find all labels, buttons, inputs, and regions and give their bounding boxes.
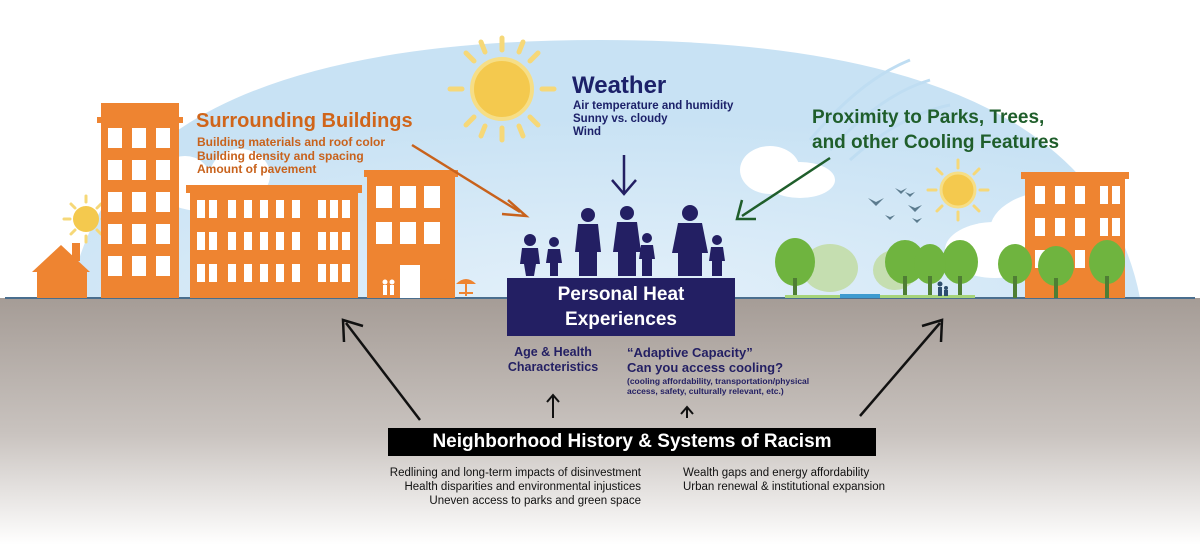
neighborhood-item: Wealth gaps and energy affordability [683,467,870,479]
parks-title: Proximity to Parks, Trees, and other Coo… [812,105,1059,155]
adaptive-capacity-label: “Adaptive Capacity” Can you access cooli… [627,345,783,375]
parks-title-line: and other Cooling Features [812,132,1060,153]
neighborhood-item: Urban renewal & institutional expansion [683,481,886,493]
personal-heat-title-line: Personal Heat [557,284,685,305]
neighborhood-item: Health disparities and environmental inj… [404,481,641,493]
weather-item: Air temperature and humidity [573,100,734,112]
arrow-buildings-icon [411,143,530,218]
weather-item: Sunny vs. cloudy [573,113,668,125]
surrounding-buildings-list: Building materials and roof color Buildi… [197,135,386,177]
wind-lines [808,58,951,162]
person-with-child-icon [937,281,948,296]
neighborhood-left-list: Redlining and long-term impacts of disin… [330,466,641,508]
surrounding-buildings-item: Amount of pavement [197,162,317,176]
adaptive-capacity-line: “Adaptive Capacity” [627,345,753,360]
ground [0,298,1200,545]
personal-heat-title-line: Experiences [565,309,677,330]
umbrella-tables-icon [433,279,476,296]
arrow-up-age-icon [546,393,560,418]
tall-building-left [97,103,183,298]
neighborhood-history-title: Neighborhood History & Systems of Racism [432,431,832,452]
neighborhood-right-list: Wealth gaps and energy affordability Urb… [683,466,885,494]
arrow-up-right-icon [859,318,944,417]
arrow-parks-icon [735,156,831,221]
arrow-weather-icon [611,155,637,196]
personal-heat-box: Personal Heat Experiences [507,278,735,336]
weather-list: Air temperature and humidity Sunny vs. c… [573,100,733,139]
weather-item: Wind [573,126,601,138]
parks-title-line: Proximity to Parks, Trees, [812,107,1045,128]
neighborhood-history-box: Neighborhood History & Systems of Racism [388,428,876,456]
arrow-up-left-icon [341,318,421,421]
age-health-line: Characteristics [507,360,599,374]
sun-icon [447,35,557,143]
surrounding-buildings-title: Surrounding Buildings [196,110,413,132]
small-house-icon [32,243,90,298]
neighborhood-item: Redlining and long-term impacts of disin… [389,467,641,479]
neighborhood-item: Uneven access to parks and green space [429,495,641,507]
birds-icon [868,188,922,223]
surrounding-buildings-item: Building materials and roof color [197,135,386,149]
park-trees-icon [775,238,1125,298]
adaptive-capacity-line: Can you access cooling? [627,360,784,375]
small-sun-right-icon [926,158,990,222]
arrow-up-adaptive-icon [680,405,694,418]
surrounding-buildings-item: Building density and spacing [197,148,364,163]
age-health-label: Age & Health Characteristics [494,345,612,375]
weather-title: Weather [572,72,667,99]
wide-building-left [186,185,362,298]
age-health-line: Age & Health [514,345,592,359]
adaptive-capacity-note: (cooling affordability, transportation/p… [627,376,810,396]
people-small-left-icon [382,279,395,295]
building-center-left [364,170,458,298]
people-group-icon [520,205,725,276]
